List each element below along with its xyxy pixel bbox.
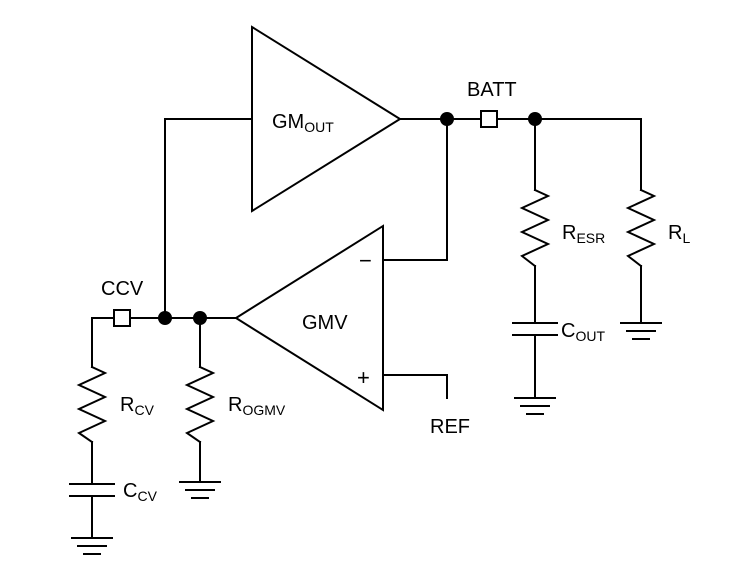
ground-rogmv [179, 481, 221, 499]
ccv-capacitor [69, 483, 115, 497]
wires [91, 118, 642, 539]
gmout-label: GMOUT [272, 111, 334, 135]
ccv-cap-label: CCV [123, 480, 158, 504]
ref-label: REF [430, 416, 470, 438]
wire-ccv-left [91, 317, 113, 368]
ccv-pin [113, 309, 131, 327]
resr-resistor [519, 188, 551, 268]
rogmv-label: ROGMV [228, 394, 286, 418]
gmv-label: GMV [302, 312, 348, 334]
gmout-amplifier [251, 25, 402, 213]
junction-gmout-out [440, 112, 454, 126]
gmv-amplifier [234, 224, 384, 412]
ground-rl [620, 322, 662, 340]
junction-ccv-b [193, 311, 207, 325]
resr-label: RESR [562, 222, 605, 246]
rcv-resistor [76, 365, 108, 444]
cout-capacitor [512, 322, 558, 336]
cout-label: COUT [561, 320, 605, 344]
ground-ccv [71, 537, 113, 555]
batt-label: BATT [467, 79, 517, 101]
rl-label: RL [668, 222, 690, 246]
wire-feedback [382, 118, 448, 261]
junction-ccv-a [158, 311, 172, 325]
rcv-label: RCV [120, 394, 155, 418]
wire-gmout-input [164, 118, 253, 319]
rl-resistor [625, 188, 657, 268]
ground-cout [514, 397, 556, 415]
batt-pin [480, 110, 498, 128]
gmv-plus-sign: + [357, 365, 370, 390]
junction-batt [528, 112, 542, 126]
ccv-label: CCV [101, 278, 144, 300]
wire-ref [382, 374, 448, 399]
junctions [158, 112, 542, 325]
gmv-minus-sign: − [359, 248, 372, 273]
rogmv-resistor [184, 365, 216, 444]
